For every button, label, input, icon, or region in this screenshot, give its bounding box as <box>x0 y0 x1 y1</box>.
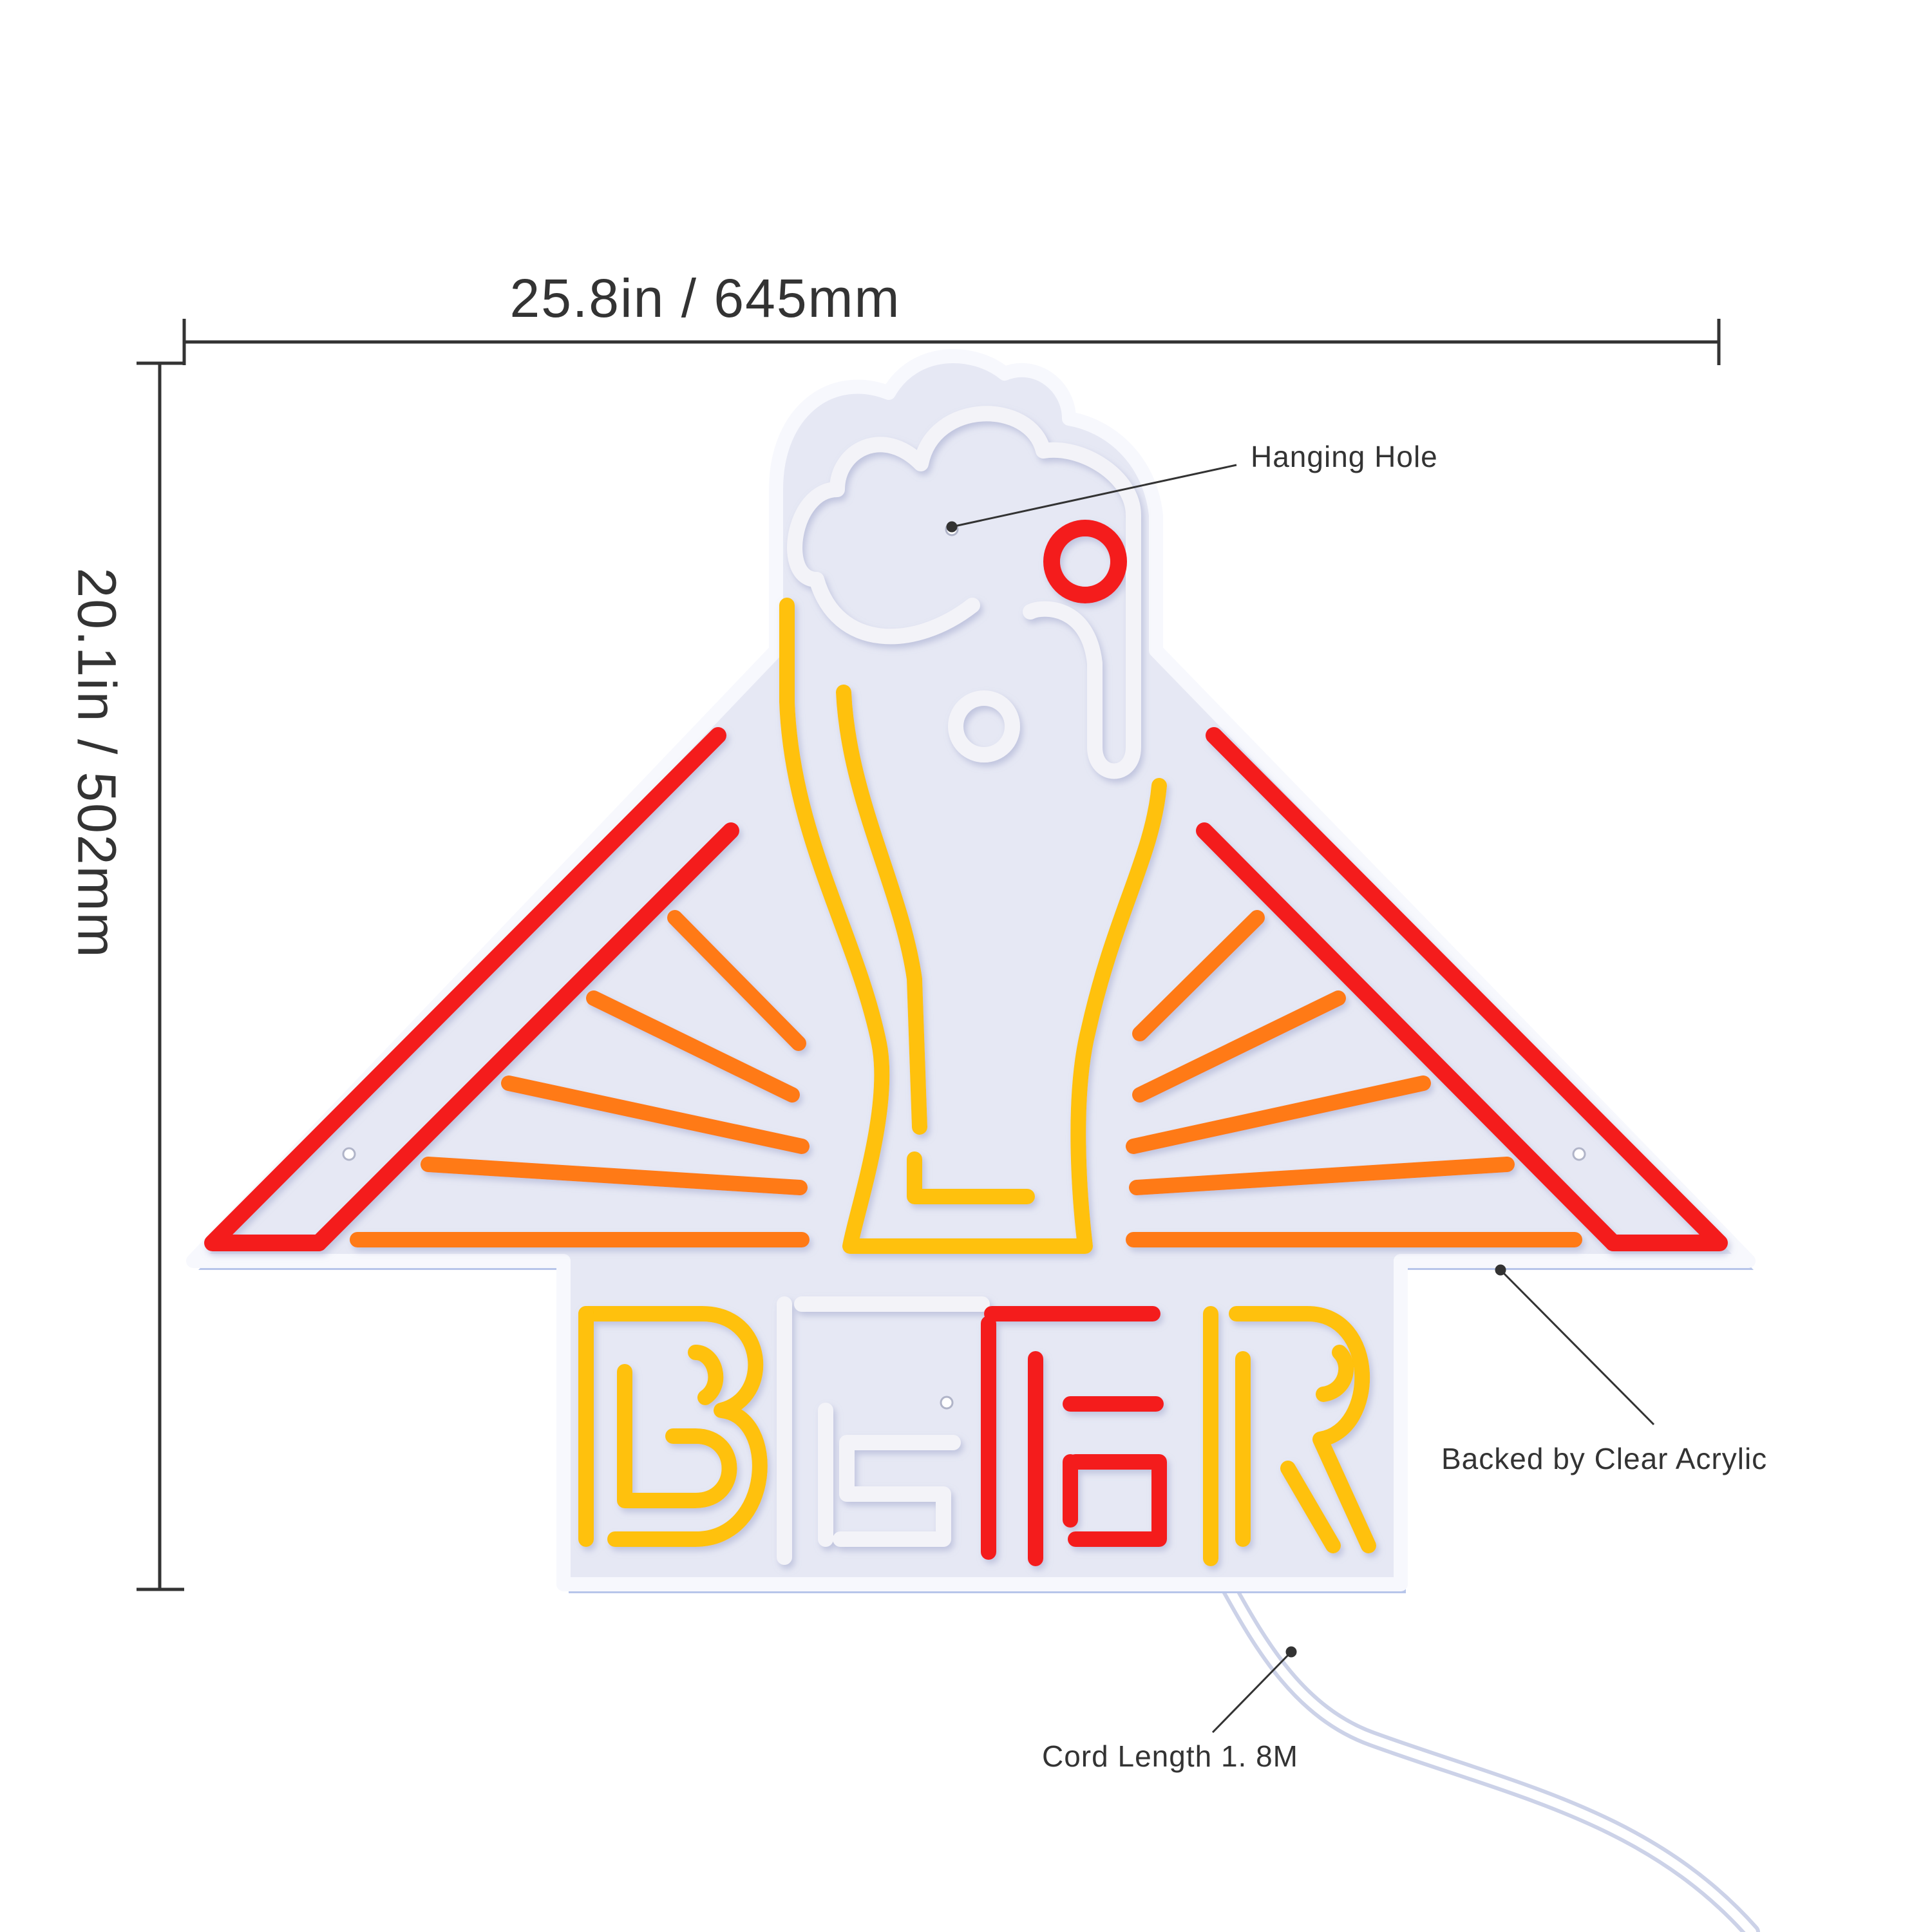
letter-b <box>578 1306 768 1547</box>
red-ring <box>1043 520 1127 603</box>
hanging-hole-right <box>1572 1147 1586 1161</box>
callout-cord-line <box>1211 1646 1297 1734</box>
height-label: 20.1in / 502mm <box>66 567 128 959</box>
left-rays <box>350 910 810 1247</box>
hanging-hole-left <box>342 1147 356 1161</box>
width-dimension-line <box>182 319 1721 365</box>
width-label: 25.8in / 645mm <box>509 268 901 328</box>
acrylic-backing <box>186 348 1756 1593</box>
letter-e-red <box>981 1306 1167 1566</box>
height-dimension-line <box>137 361 184 1591</box>
cord-length-label: Cord Length 1. 8M <box>1042 1739 1299 1773</box>
letter-r <box>1203 1306 1376 1566</box>
callout-backing-line <box>1495 1264 1655 1426</box>
foam-tube <box>787 406 1141 779</box>
hanging-hole-label: Hanging Hole <box>1251 440 1438 473</box>
hanging-hole-middle <box>940 1396 954 1410</box>
beer-glass <box>779 598 1167 1254</box>
right-rays <box>1126 910 1582 1247</box>
backing-label: Backed by Clear Acrylic <box>1441 1442 1768 1475</box>
right-red-frame <box>1196 727 1728 1251</box>
callout-hanging-hole-line <box>946 464 1237 533</box>
power-cord <box>1218 1576 1760 1932</box>
left-red-frame <box>204 727 739 1251</box>
letter-e-white <box>777 1296 990 1565</box>
